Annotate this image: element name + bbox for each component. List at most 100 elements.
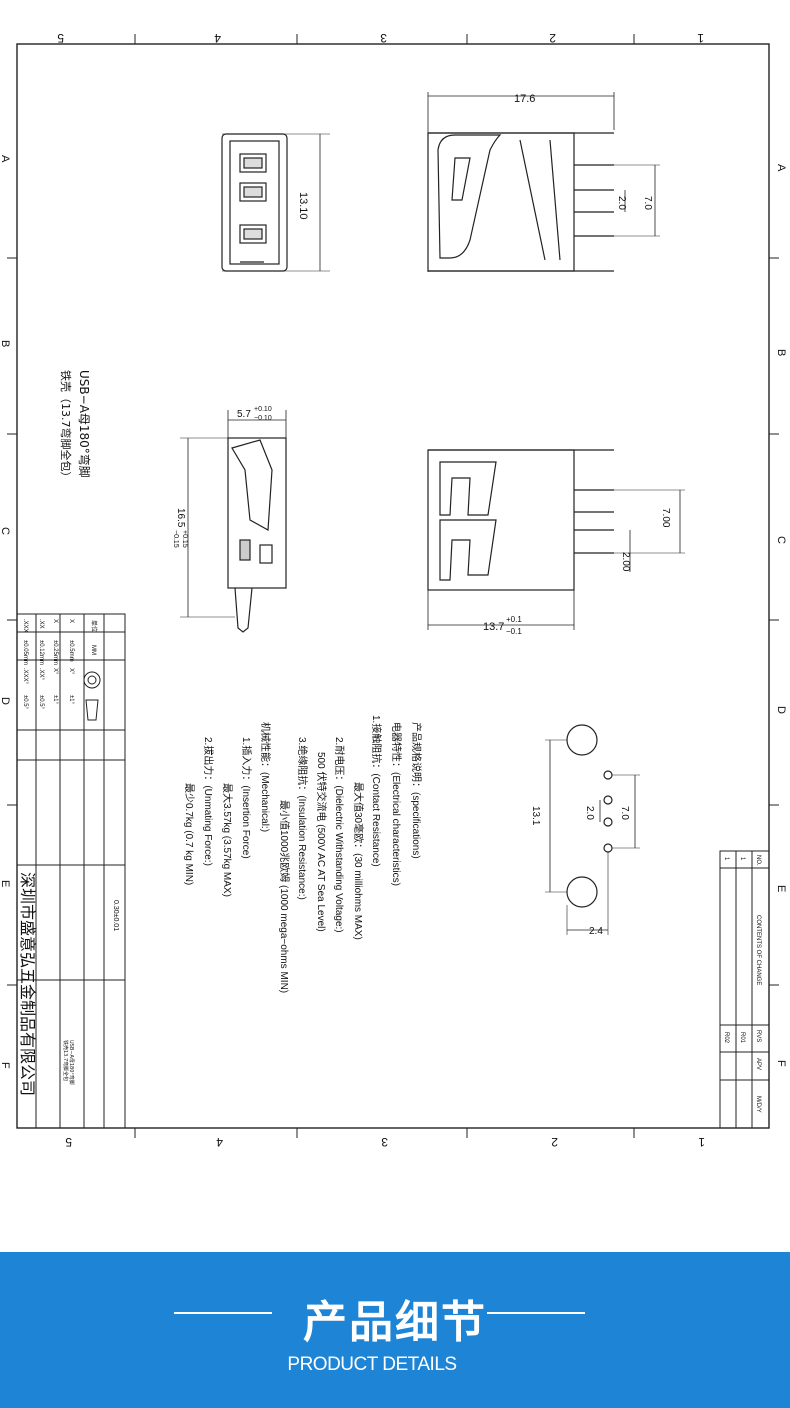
title-block-part-label2: 铁壳13.7弯脚全包: [62, 1040, 69, 1081]
rev-header: RVS: [755, 1030, 761, 1042]
dim-footprint-pitch: 2.0: [584, 806, 595, 820]
border-letter: F: [0, 1062, 11, 1069]
spec-line: 2.耐电压：(Dielectric Withstanding Voltage:): [333, 737, 346, 933]
dim-width-top: 17.6: [514, 93, 535, 105]
tol-cell: X: [52, 619, 58, 623]
border-letter: A: [0, 155, 11, 163]
specifications: 产品规格说明：(specifications) 电器特性：(Electrical…: [183, 715, 423, 993]
border-letters-right: A B C D E F: [775, 164, 787, 1067]
spec-line: 最少0.7kg (0.7 kg MIN): [183, 783, 195, 885]
tol-cell: ±0.5°: [38, 695, 44, 710]
top-view: [427, 92, 660, 272]
dim-pitch-bottom: 2.00: [620, 552, 631, 572]
tol-cell: ±1°: [52, 695, 58, 705]
border-letter: F: [775, 1060, 787, 1067]
border-numbers-top: 5 4 3 2 1: [57, 31, 704, 45]
border-number: 2: [551, 1135, 558, 1149]
dim-pitch-top: 2.0: [616, 196, 627, 210]
spec-line: 最大值30毫欧：(30 milliohms MAX): [352, 782, 365, 940]
tol-cell: .XX: [38, 619, 44, 629]
border-letter: B: [775, 349, 787, 356]
border-number: 2: [549, 31, 556, 45]
title-block-unit: MM: [90, 645, 96, 655]
border-number: 3: [380, 31, 387, 45]
rev-cell: R02: [723, 1032, 729, 1044]
rev-cell: 1: [739, 857, 745, 861]
border-letter: B: [0, 340, 11, 347]
revision-block: [719, 850, 770, 1129]
pcb-footprint: [545, 724, 640, 935]
spec-line: 2.拔出力：(Unmating Force:): [202, 737, 215, 866]
border-letter: C: [0, 527, 11, 535]
tol-cell: ±0.5mm: [68, 640, 74, 662]
dim-width-bottom: 13.7: [483, 621, 504, 633]
rev-cell: 1: [723, 857, 729, 861]
spec-line: 1.接触阻抗：(Contact Resistance): [370, 715, 383, 867]
dim-span-top: 7.0: [642, 196, 653, 210]
spec-line: 最大3.57kg (3.57kg MAX): [221, 783, 234, 897]
product-details-banner: 产品细节 PRODUCT DETAILS: [0, 1252, 790, 1408]
spec-line: 500 伏特交流电 (500V AC AT Sea Level): [315, 752, 328, 932]
banner-title: 产品细节: [303, 1297, 487, 1348]
border-number: 1: [697, 31, 704, 45]
spec-line: 电器特性：(Electrical characteristics): [390, 722, 403, 886]
product-name-line2: 铁壳（13.7弯脚全包）: [59, 370, 73, 483]
spec-line: 产品规格说明：(specifications): [410, 722, 423, 859]
spec-line: 1.插入力：(Insertion Force): [240, 737, 253, 859]
tol-cell: ±1°: [68, 695, 74, 705]
dim-width-bottom-tol-plus: +0.1: [506, 615, 522, 624]
rev-header: M/D/Y: [755, 1096, 761, 1113]
dim-depth-side: 5.7: [237, 409, 251, 420]
tol-cell: ±0.5°: [22, 695, 28, 710]
spec-line: 机械性能：(Mechanical:): [259, 722, 272, 832]
banner-left-line: [174, 1312, 272, 1314]
title-block-unit-label: 单位: [90, 620, 98, 632]
border-number: 5: [65, 1135, 72, 1149]
dim-height-side-tol-minus: −0.15: [172, 530, 179, 548]
company-name: 深圳市盛意弘五金制品有限公司: [18, 872, 37, 1096]
tol-cell: ±0.25mm: [52, 640, 58, 665]
border-letters-left: A B C D E F: [0, 155, 11, 1069]
border-letter: E: [775, 885, 787, 892]
dim-footprint-span: 7.0: [619, 806, 630, 820]
dim-height-side: 16.5: [175, 508, 186, 528]
dim-height-side-tol-plus: +0.15: [181, 530, 188, 548]
border-number: 5: [57, 31, 64, 45]
front-view: [221, 133, 330, 272]
drawing-frame: [16, 43, 770, 1129]
tol-cell: .XX°: [38, 668, 44, 681]
spec-line: 最小值1000兆欧姆 (1000 mega−ohms MIN): [278, 800, 291, 993]
border-letter: A: [775, 164, 787, 172]
border-ticks: [7, 34, 779, 1138]
title-block-part-label: USB−A母180°弯脚: [68, 1040, 75, 1085]
border-letter: C: [775, 536, 787, 544]
technical-drawing: 5 4 3 2 1 5 4 3 2 1 A B C D E F A B C D …: [0, 31, 787, 1149]
rev-header: APV: [755, 1058, 761, 1070]
tol-cell: X: [68, 619, 74, 623]
side-view: [180, 410, 287, 633]
rev-header: NO.: [755, 855, 761, 866]
tol-cell: .XXX: [22, 619, 28, 633]
border-number: 4: [216, 1135, 223, 1149]
tol-cell: X°: [68, 668, 74, 675]
border-letter: D: [0, 697, 11, 705]
dim-span-bottom: 7.00: [660, 508, 671, 528]
title-block-thickness: 0.30±0.01: [112, 900, 119, 931]
tol-cell: .XXX°: [22, 668, 28, 685]
border-numbers-bottom: 5 4 3 2 1: [65, 1135, 705, 1149]
dim-depth-side-tol-plus: +0.10: [254, 406, 272, 413]
spec-line: 3.绝缘阻抗：(Insulation Resistance:): [296, 737, 309, 900]
border-number: 1: [698, 1135, 705, 1149]
dim-height-front: 13.10: [297, 192, 309, 220]
banner-right-line: [487, 1312, 585, 1314]
dim-footprint-offset: 2.4: [589, 926, 603, 937]
revision-table: NO. CONTENTS OF CHANGE RVS APV M/D/Y 1 R…: [723, 855, 761, 1113]
border-letter: E: [0, 880, 11, 887]
border-number: 4: [214, 31, 221, 45]
tol-cell: ±0.12mm: [38, 640, 44, 665]
bottom-view: [427, 449, 685, 630]
dim-width-bottom-tol-minus: −0.1: [506, 627, 522, 636]
tol-cell: ±0.05mm: [22, 640, 28, 665]
banner-subtitle: PRODUCT DETAILS: [287, 1354, 457, 1375]
title-block: [16, 613, 126, 1129]
